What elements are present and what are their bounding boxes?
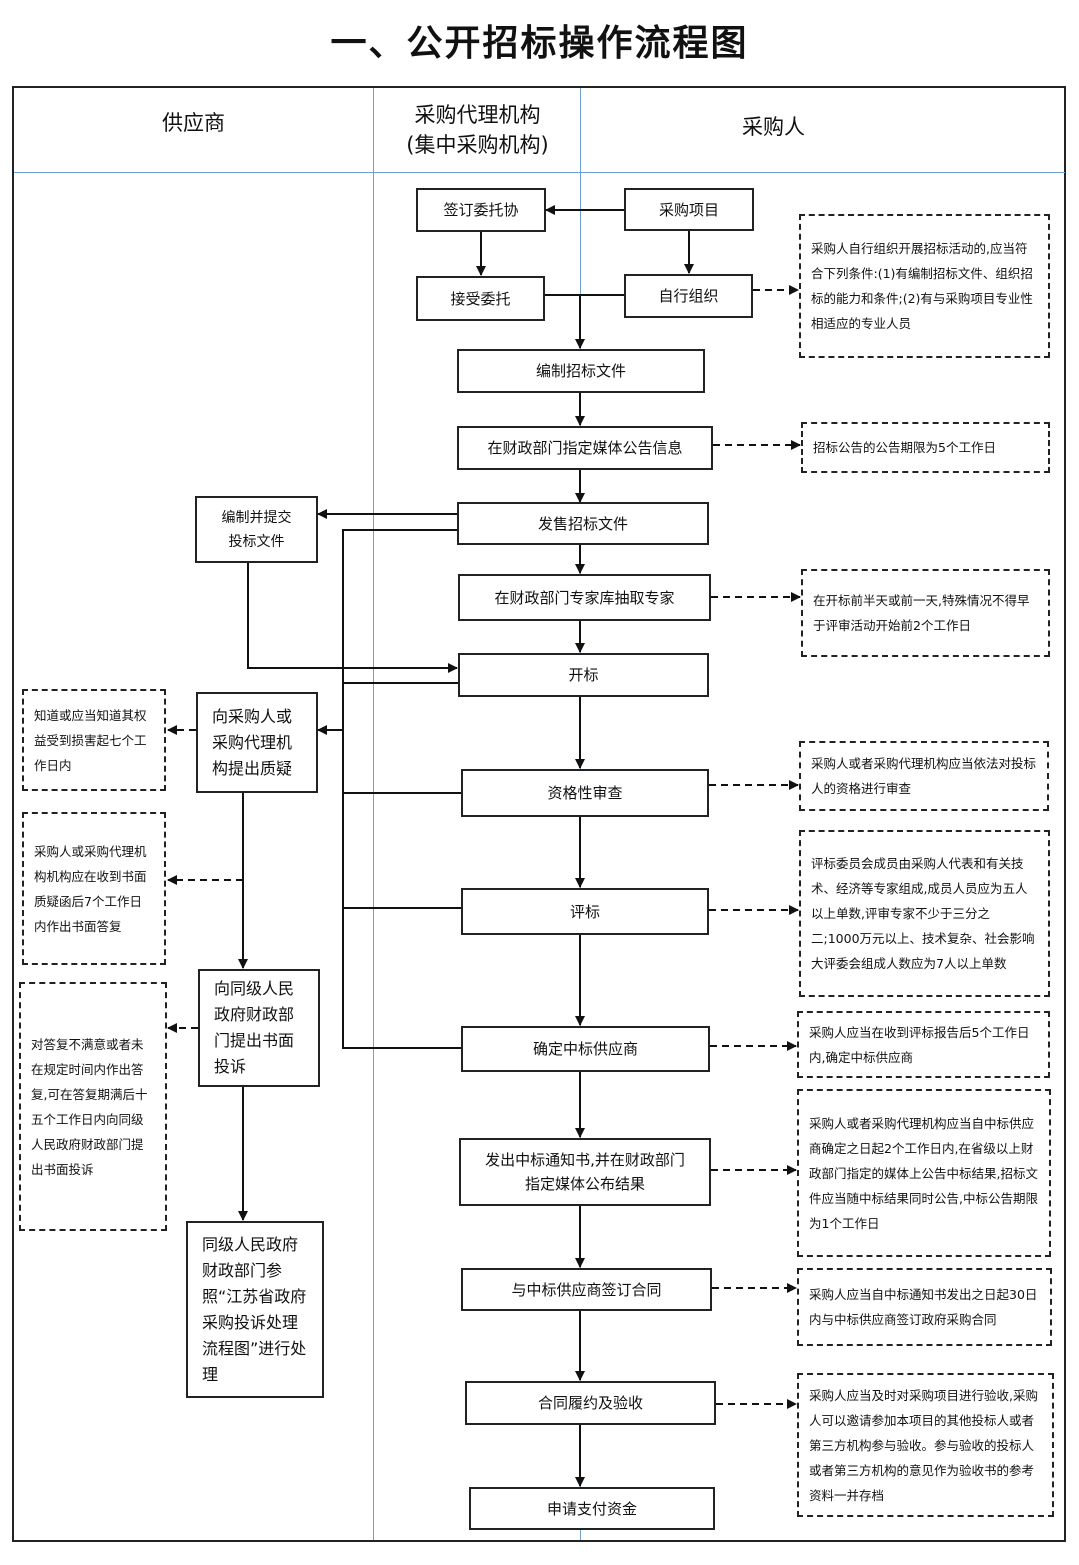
- diagram-frame: [12, 86, 1066, 1542]
- bid-opening-box: 开标: [458, 653, 709, 697]
- note-award-notice: 采购人或者采购代理机构应当自中标供应商确定之日起2个工作日内,在省级以上财政部门…: [797, 1089, 1051, 1257]
- note-winner-deadline: 采购人应当在收到评标报告后5个工作日内,确定中标供应商: [797, 1011, 1050, 1078]
- note-reply-deadline: 采购人或采购代理机构机构应在收到书面质疑函后7个工作日内作出书面答复: [22, 812, 166, 965]
- note-qualification: 采购人或者采购代理机构应当依法对投标人的资格进行审查: [799, 741, 1049, 811]
- qualification-review-box: 资格性审查: [461, 769, 709, 817]
- header-divider: [14, 172, 1065, 173]
- prepare-tender-docs-box: 编制招标文件: [457, 349, 705, 393]
- page-title: 一、公开招标操作流程图: [330, 22, 749, 64]
- note-query-deadline: 知道或应当知道其权益受到损害起七个工作日内: [22, 689, 166, 791]
- lane-title-agency-line2: (集中采购机构): [406, 133, 549, 157]
- issue-award-notice-box: 发出中标通知书,并在财政部门指定媒体公布结果: [459, 1138, 711, 1206]
- bid-evaluation-box: 评标: [461, 888, 709, 935]
- gov-handling-box: 同级人民政府财政部门参照“江苏省政府采购投诉处理流程图”进行处理: [186, 1221, 324, 1398]
- raise-query-box: 向采购人或采购代理机构提出质疑: [196, 692, 318, 793]
- lane-title-agency-line1: 采购代理机构: [414, 103, 541, 127]
- sign-commission-box: 签订委托协: [416, 188, 546, 232]
- note-complaint-deadline: 对答复不满意或者未在规定时间内作出答复,可在答复期满后十五个工作日内向同级人民政…: [19, 982, 167, 1231]
- accept-commission-box: 接受委托: [416, 276, 545, 321]
- contract-acceptance-box: 合同履约及验收: [465, 1381, 716, 1425]
- note-evaluation-committee: 评标委员会成员由采购人代表和有关技术、经济等专家组成,成员人员应为五人以上单数,…: [799, 830, 1050, 997]
- sell-tender-docs-box: 发售招标文件: [457, 502, 709, 545]
- draw-experts-box: 在财政部门专家库抽取专家: [458, 574, 711, 621]
- apply-payment-box: 申请支付资金: [469, 1487, 715, 1530]
- lane-title-supplier: 供应商: [162, 111, 225, 135]
- lane-title-agency: 采购代理机构 (集中采购机构): [375, 100, 580, 160]
- note-contract-deadline: 采购人应当自中标通知书发出之日起30日内与中标供应商签订政府采购合同: [797, 1268, 1052, 1346]
- note-notice-period: 招标公告的公告期限为5个工作日: [801, 422, 1050, 473]
- determine-winner-box: 确定中标供应商: [461, 1026, 710, 1072]
- note-self-organize-conditions: 采购人自行组织开展招标活动的,应当符合下列条件:(1)有编制招标文件、组织招标的…: [799, 214, 1050, 358]
- self-organize-box: 自行组织: [624, 274, 753, 318]
- publish-notice-box: 在财政部门指定媒体公告信息: [457, 426, 713, 470]
- prepare-submit-bid-box: 编制并提交投标文件: [195, 496, 318, 563]
- note-expert-timing: 在开标前半天或前一天,特殊情况不得早于评审活动开始前2个工作日: [801, 569, 1050, 657]
- lane-divider-1: [373, 88, 374, 1540]
- lane-title-purchaser: 采购人: [742, 115, 805, 139]
- procurement-project-box: 采购项目: [624, 188, 754, 231]
- note-acceptance: 采购人应当及时对采购项目进行验收,采购人可以邀请参加本项目的其他投标人或者第三方…: [797, 1373, 1054, 1517]
- sign-contract-box: 与中标供应商签订合同: [461, 1268, 712, 1311]
- written-complaint-box: 向同级人民政府财政部门提出书面投诉: [198, 969, 320, 1087]
